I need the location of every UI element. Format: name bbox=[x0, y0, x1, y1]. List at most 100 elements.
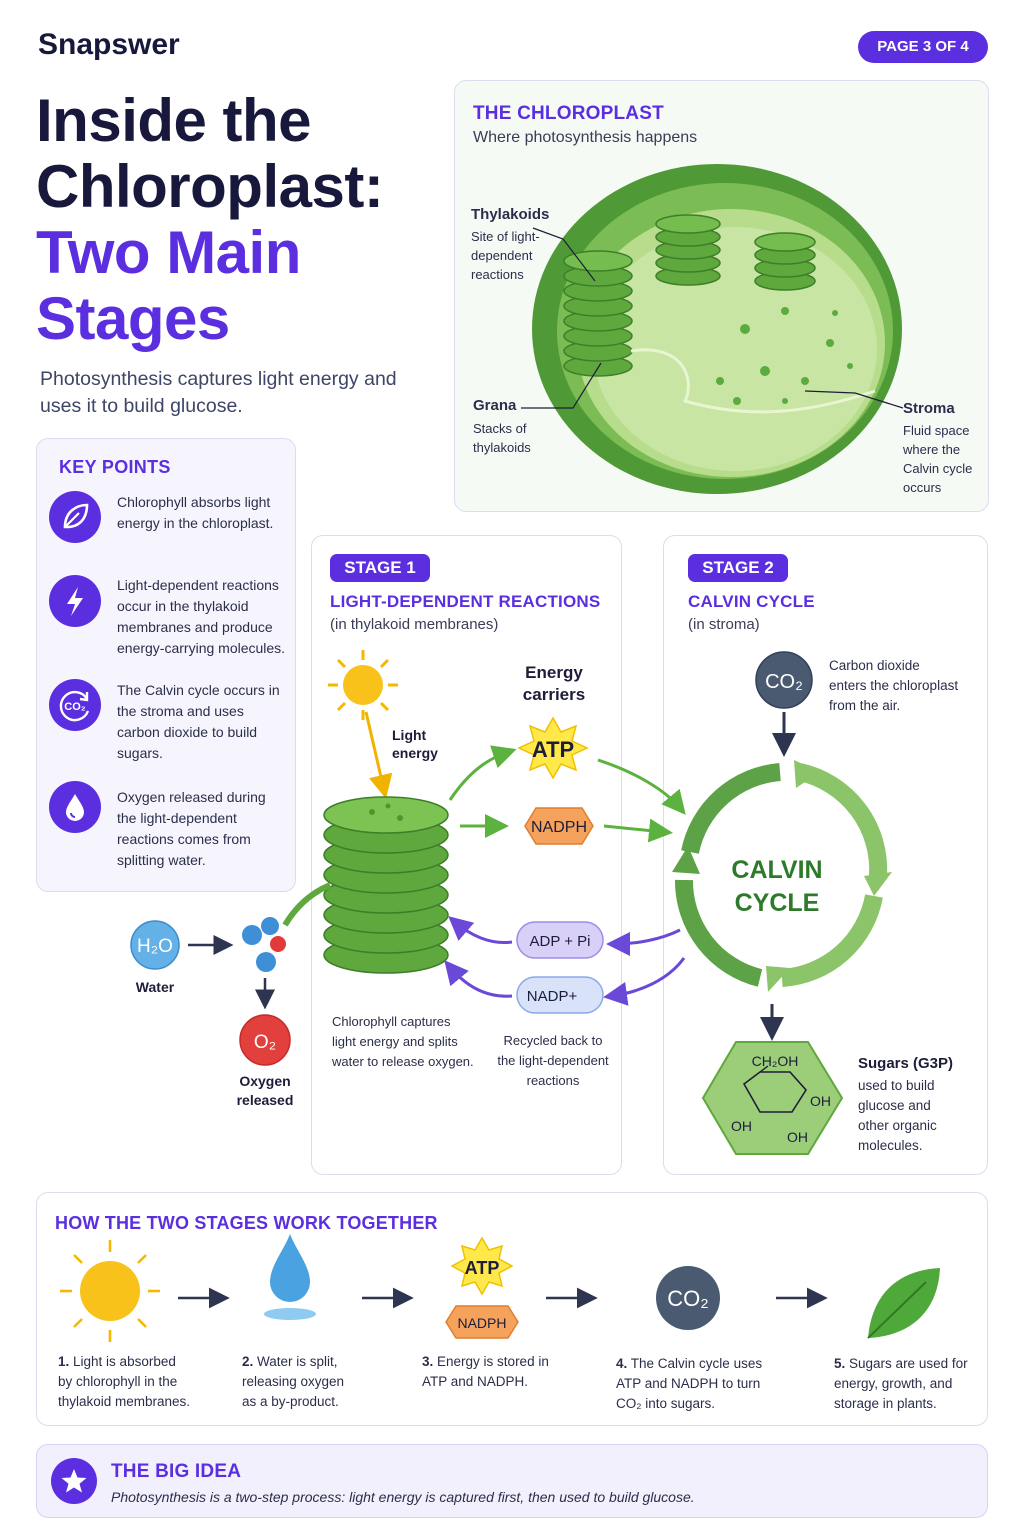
glucose-oh: OH bbox=[810, 1093, 831, 1109]
stage2-title: CALVIN CYCLE bbox=[688, 592, 815, 611]
co2-caption-3: from the air. bbox=[829, 698, 900, 713]
big-idea-title: THE BIG IDEA bbox=[111, 1461, 242, 1482]
intro-text: Photosynthesis captures light energy and… bbox=[40, 368, 397, 417]
adp-pill bbox=[516, 921, 604, 959]
leaf-icon bbox=[49, 491, 101, 543]
sugar-desc-3: other organic bbox=[858, 1118, 937, 1133]
page-title-line-2: Chloroplast: bbox=[36, 153, 384, 220]
stroma-label: Stroma bbox=[903, 400, 955, 417]
carriers-label-1: Energy bbox=[525, 663, 583, 682]
water-drop-icon bbox=[49, 781, 101, 833]
calvin-cycle-label-2: CYCLE bbox=[735, 889, 820, 917]
nadph-label: NADPH bbox=[531, 819, 587, 836]
together-title: HOW THE TWO STAGES WORK TOGETHER bbox=[55, 1213, 438, 1233]
water-molecule-icon bbox=[130, 920, 180, 970]
sun-icon bbox=[328, 650, 398, 720]
stage2-badge: STAGE 2 bbox=[688, 554, 788, 582]
calvin-cycle-label-1: CALVIN bbox=[731, 856, 822, 884]
co2-formula: CO₂ bbox=[667, 1286, 709, 1311]
oxygen-formula: O₂ bbox=[254, 1032, 276, 1053]
co2-caption-2: enters the chloroplast bbox=[829, 678, 958, 693]
sun-icon bbox=[60, 1240, 160, 1342]
recycled-caption-2: the light-dependent bbox=[497, 1053, 609, 1068]
water-drop-icon bbox=[270, 1234, 310, 1302]
atp-label: ATP bbox=[465, 1258, 500, 1278]
stage2-panel: STAGE 2 CALVIN CYCLE (in stroma) bbox=[663, 535, 988, 1175]
calvin-cycle-ring bbox=[674, 763, 888, 987]
chloroplast-subtitle: Where photosynthesis happens bbox=[473, 129, 698, 146]
nadph-hexagon bbox=[524, 807, 594, 845]
nadp-pill bbox=[516, 976, 604, 1014]
water-formula: H₂O bbox=[137, 936, 173, 957]
water-label: Water bbox=[136, 979, 175, 995]
together-panel: HOW THE TWO STAGES WORK TOGETHER bbox=[36, 1192, 988, 1426]
page-title-line-1: Inside the bbox=[36, 87, 312, 154]
co2-icon-label: CO₂ bbox=[64, 701, 86, 713]
sugar-desc-4: molecules. bbox=[858, 1138, 923, 1153]
recycled-caption-3: reactions bbox=[527, 1073, 580, 1088]
chloroplast-panel: THE CHLOROPLAST Where photosynthesis hap… bbox=[454, 80, 989, 512]
atp-burst-icon bbox=[517, 716, 589, 780]
sugar-desc-1: used to build bbox=[858, 1078, 935, 1093]
co2-molecule-icon bbox=[656, 1266, 720, 1330]
key-point-text: The Calvin cycle occurs in the stroma an… bbox=[117, 682, 280, 761]
glucose-oh: OH bbox=[787, 1129, 808, 1145]
chlorophyll-caption-1: Chlorophyll captures bbox=[332, 1014, 451, 1029]
co2-molecule-icon bbox=[755, 651, 813, 709]
glucose-ch2oh: CH₂OH bbox=[752, 1053, 799, 1069]
chlorophyll-caption-3: water to release oxygen. bbox=[331, 1054, 474, 1069]
star-icon bbox=[51, 1458, 97, 1504]
recycled-caption-1: Recycled back to bbox=[504, 1033, 603, 1048]
step-3: 3. Energy is stored in ATP and NADPH. bbox=[422, 1354, 549, 1389]
atp-label: ATP bbox=[532, 737, 574, 762]
key-points-title: KEY POINTS bbox=[59, 457, 171, 477]
chloroplast-illustration bbox=[521, 164, 904, 494]
step-1: 1. Light is absorbed by chlorophyll in t… bbox=[58, 1354, 191, 1409]
page-indicator-badge: PAGE 3 OF 4 bbox=[858, 31, 988, 63]
nadp-label: NADP+ bbox=[527, 988, 578, 1005]
nadph-label: NADPH bbox=[457, 1315, 506, 1331]
page-title-line-4: Stages bbox=[36, 285, 230, 352]
light-label-1: Light bbox=[392, 727, 427, 743]
big-idea-panel: THE BIG IDEA Photosynthesis is a two-ste… bbox=[36, 1444, 988, 1518]
carriers-label-2: carriers bbox=[523, 685, 585, 704]
step-4: 4. The Calvin cycle uses ATP and NADPH t… bbox=[616, 1356, 763, 1411]
co2-cycle-icon: CO₂ bbox=[49, 679, 101, 731]
stage2-subtitle: (in stroma) bbox=[688, 616, 760, 633]
sun-disc bbox=[343, 665, 383, 705]
brand-name: Snapswer bbox=[38, 28, 180, 61]
co2-formula: CO₂ bbox=[765, 671, 803, 693]
light-label-2: energy bbox=[392, 745, 438, 761]
oxygen-label-1: Oxygen bbox=[239, 1073, 290, 1089]
thylakoids-label: Thylakoids bbox=[471, 206, 550, 223]
light-arrow bbox=[364, 711, 393, 799]
sun-disc bbox=[80, 1261, 140, 1321]
glucose-oh: OH bbox=[731, 1118, 752, 1134]
granum-stack bbox=[563, 250, 633, 377]
sugar-desc-2: glucose and bbox=[858, 1098, 931, 1113]
together-flow-icons: ATP NADPH CO₂ bbox=[60, 1234, 940, 1342]
chloroplast-title: THE CHLOROPLAST bbox=[473, 103, 664, 124]
split-molecule-icon bbox=[242, 917, 286, 972]
lightning-icon bbox=[49, 575, 101, 627]
chlorophyll-caption-2: light energy and splits bbox=[332, 1034, 458, 1049]
key-point-text: Light-dependent reactions occur in the t… bbox=[117, 577, 286, 656]
stage1-badge: STAGE 1 bbox=[330, 554, 430, 582]
nadph-hexagon bbox=[445, 1305, 519, 1339]
atp-burst-icon bbox=[450, 1236, 514, 1296]
sugar-title: Sugars (G3P) bbox=[858, 1055, 953, 1072]
thylakoid-stack-icon bbox=[323, 796, 449, 974]
key-point-text: Chlorophyll absorbs light energy in the … bbox=[117, 494, 274, 531]
co2-caption-1: Carbon dioxide bbox=[829, 658, 920, 673]
stage1-subtitle: (in thylakoid membranes) bbox=[330, 616, 499, 633]
grana-label: Grana bbox=[473, 397, 517, 414]
stages-diagram: Light energy Energy carriers ATP NADPH A… bbox=[130, 650, 958, 1155]
big-idea-text: Photosynthesis is a two-step process: li… bbox=[111, 1489, 695, 1505]
adp-label: ADP + Pi bbox=[529, 933, 590, 950]
key-point-text: Oxygen released during the light-depende… bbox=[117, 789, 266, 868]
step-5: 5. Sugars are used for energy, growth, a… bbox=[834, 1356, 968, 1411]
oxygen-molecule-icon bbox=[239, 1014, 291, 1066]
